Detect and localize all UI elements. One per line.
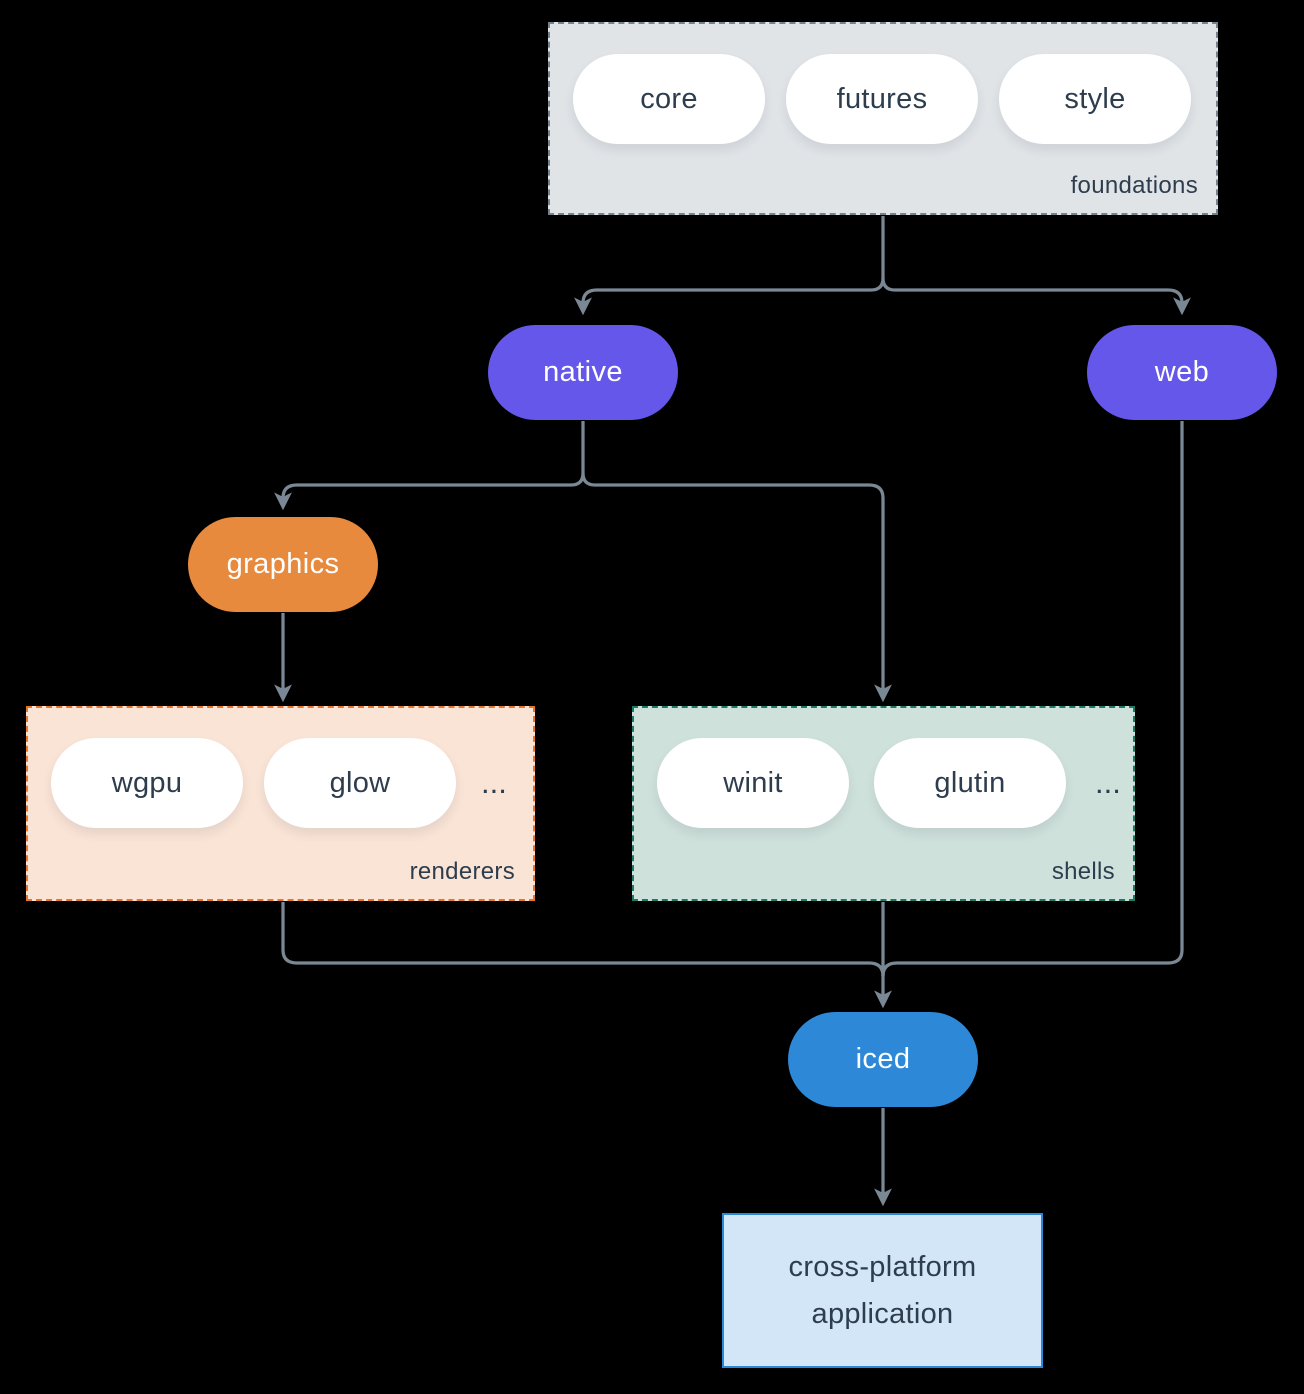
foundations-pill-row: core futures style — [550, 24, 1216, 144]
line-renderers-to-merge — [281, 902, 885, 977]
node-iced: iced — [788, 1012, 978, 1107]
shells-group: winit glutin ... shells — [632, 706, 1135, 901]
cross-platform-application-box: cross-platform application — [722, 1213, 1043, 1368]
renderers-group-label: renderers — [409, 858, 515, 885]
arrow-foundations-to-native — [574, 216, 885, 316]
arrow-native-to-graphics — [274, 421, 585, 511]
node-winit: winit — [657, 738, 849, 828]
foundations-group: core futures style foundations — [548, 22, 1218, 215]
node-glutin: glutin — [874, 738, 1066, 828]
arrow-native-to-shells — [581, 472, 892, 703]
renderers-pill-row: wgpu glow ... — [28, 708, 533, 828]
node-web: web — [1087, 325, 1277, 420]
node-wgpu: wgpu — [51, 738, 243, 828]
renderers-ellipsis: ... — [481, 765, 507, 800]
node-futures: futures — [786, 54, 978, 144]
node-graphics: graphics — [188, 517, 378, 612]
arrow-foundations-to-web — [881, 277, 1191, 316]
renderers-group: wgpu glow ... renderers — [26, 706, 535, 901]
node-glow: glow — [264, 738, 456, 828]
shells-ellipsis: ... — [1095, 765, 1121, 800]
shells-group-label: shells — [1051, 858, 1115, 885]
node-native: native — [488, 325, 678, 420]
shells-pill-row: winit glutin ... — [634, 708, 1133, 828]
node-style: style — [999, 54, 1191, 144]
node-core: core — [573, 54, 765, 144]
foundations-group-label: foundations — [1070, 172, 1198, 199]
